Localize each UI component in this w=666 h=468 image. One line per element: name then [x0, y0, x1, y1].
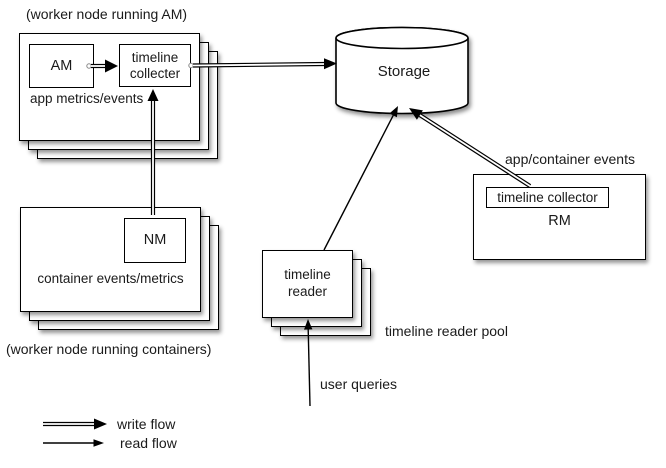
legend-read-arrow-icon [43, 439, 104, 447]
read-arrow-reader-to-storage [323, 106, 398, 251]
worker-node-am-caption: (worker node running AM) [26, 6, 188, 22]
legend-write-arrow-icon [43, 418, 107, 430]
worker-node-containers-caption: (worker node running containers) [6, 341, 212, 357]
stack-layer-front: NM container events/metrics [20, 207, 201, 312]
rm-label: RM [548, 213, 571, 229]
legend-read-flow-label: read flow [120, 435, 177, 451]
stack-layer-front: AM timeline collecter app metrics/events [19, 33, 200, 141]
container-events-caption: container events/metrics [37, 271, 184, 286]
legend-write-flow-label: write flow [117, 416, 176, 432]
app-container-events-caption: app/container events [505, 151, 635, 167]
am-box: AM [29, 44, 94, 88]
storage-label: Storage [377, 63, 431, 80]
timeline-reader-box: timeline reader [262, 250, 353, 318]
app-metrics-caption: app metrics/events [30, 91, 144, 106]
rm-timeline-collector-box: timeline collector [486, 187, 609, 208]
nm-box: NM [124, 218, 186, 263]
timeline-reader-pool-caption: timeline reader pool [385, 323, 508, 339]
rm-box: timeline collector RM [473, 174, 646, 260]
timeline-collector-box: timeline collecter [119, 44, 191, 87]
user-queries-caption: user queries [320, 376, 398, 392]
